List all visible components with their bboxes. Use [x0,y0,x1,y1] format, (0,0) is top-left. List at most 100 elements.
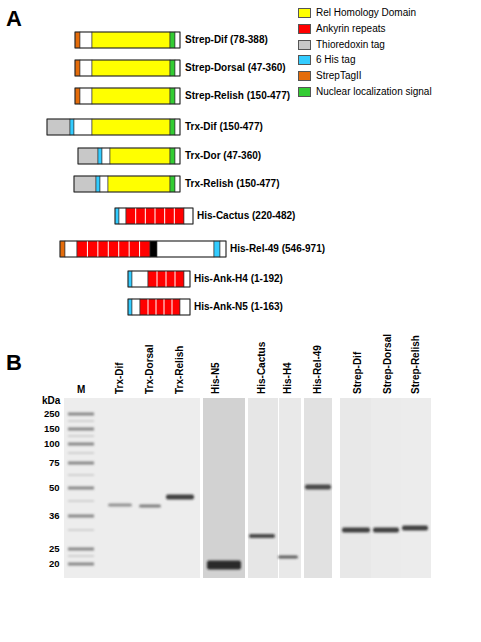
gel-panel [248,398,278,578]
lane-label: His-Cactus [256,342,268,394]
construct-outline [115,208,193,224]
domain-segment [75,32,80,48]
domain-segment [65,241,77,257]
domain-segment [78,148,98,164]
repeat-divider [155,208,156,224]
marker-size: 50 [49,483,60,494]
domain-segment [96,176,100,192]
protein-band [108,504,132,507]
marker-band [68,500,94,502]
protein-band [139,505,161,508]
gel-panel [279,398,301,578]
repeat-divider [87,241,88,257]
legend-swatch [298,87,311,97]
construct-outline [75,32,180,48]
domain-segment [214,241,220,257]
gel-panel [64,398,200,578]
domain-segment [175,176,180,192]
domain-segment [170,148,175,164]
domain-segment [110,148,170,164]
marker-size: 250 [44,409,60,420]
construct-name: His-Rel-49 (546-971) [230,243,325,255]
domain-segment [80,60,92,76]
domain-segment [150,241,157,257]
repeat-divider [118,241,119,257]
domain-segment [170,60,175,76]
protein-band [249,534,275,538]
domain-segment [184,208,193,224]
legend-text: StrepTagII [316,70,362,82]
construct-name: His-Ank-H4 (1-192) [194,273,283,285]
domain-segment [92,60,170,76]
protein-band [305,485,331,490]
legend-text: Nuclear localization signal [316,86,432,98]
marker-band [68,563,94,566]
marker-band [68,474,94,476]
domain-segment [132,271,148,287]
legend-swatch [298,8,311,18]
domain-segment [115,208,119,224]
repeat-divider [174,208,175,224]
marker-band [68,428,94,431]
panel-letter: A [6,6,22,31]
domain-segment [60,241,65,257]
lane-label: Trx-Dorsal [144,345,156,394]
marker-band [68,443,94,446]
domain-segment [170,32,175,48]
construct-outline [78,148,180,164]
construct-outline [60,241,226,257]
gel-panel [340,398,371,578]
domain-segment [157,241,214,257]
protein-band [402,526,428,531]
construct-name: His-Cactus (220-482) [197,210,295,222]
marker-band [68,555,94,557]
domain-segment [77,241,150,257]
domain-segment [47,119,70,135]
protein-band [278,556,298,559]
domain-segment [128,299,132,315]
domain-segment [80,32,92,48]
marker-size: 75 [49,458,60,469]
marker-band [68,435,94,437]
domain-segment [100,176,108,192]
domain-segment [140,299,180,315]
legend-swatch [298,71,311,81]
domain-segment [80,88,92,104]
gel-panel [371,398,401,578]
construct-name: Trx-Dor (47-360) [185,150,261,162]
repeat-divider [164,299,165,315]
construct-name: Strep-Relish (150-477) [185,90,290,102]
marker-band [68,452,94,454]
repeat-divider [129,241,130,257]
domain-segment [220,241,226,257]
legend-swatch [298,24,311,34]
repeat-divider [145,208,146,224]
domain-segment [170,119,175,135]
domain-segment [148,271,184,287]
domain-segment [175,60,180,76]
repeat-divider [164,208,165,224]
lane-label: M [77,384,85,396]
repeat-divider [166,271,167,287]
gel-panel [401,398,431,578]
protein-band [373,528,399,533]
domain-segment [92,32,170,48]
domain-segment [74,176,96,192]
construct-name: His-Ank-N5 (1-163) [194,301,283,313]
domain-segment [175,88,180,104]
repeat-divider [139,241,140,257]
domain-segment [132,299,140,315]
marker-band [68,487,94,490]
lane-label: Trx-Dif [114,362,126,394]
domain-segment [75,60,80,76]
domain-segment [92,119,170,135]
repeat-divider [157,271,158,287]
repeat-divider [108,241,109,257]
panel-letter: B [6,350,22,375]
marker-size: 150 [44,424,60,435]
domain-segment [180,299,190,315]
protein-band [207,561,241,570]
domain-segment [175,119,180,135]
marker-band [68,548,94,551]
